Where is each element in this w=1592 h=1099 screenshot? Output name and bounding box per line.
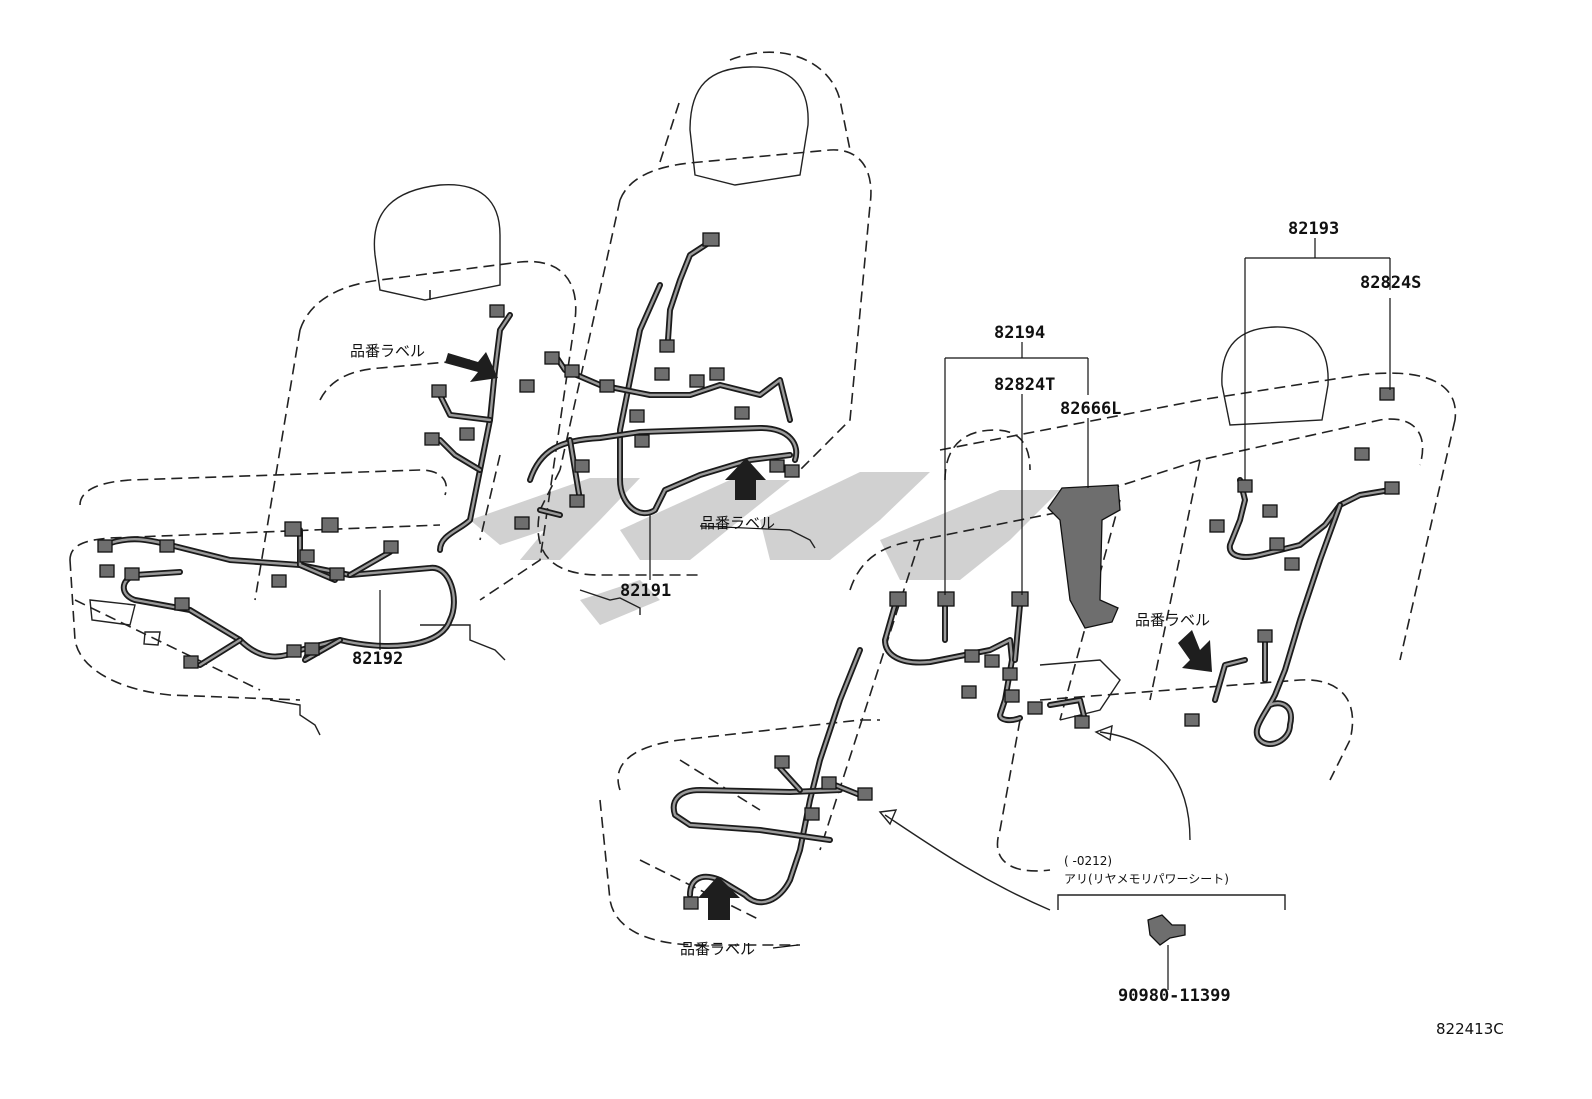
label-arrow-icon — [445, 352, 498, 382]
part-label-tag-front-right: 品番ラベル — [700, 514, 775, 532]
condition-text: アリ(リヤメモリパワーシート) — [1064, 872, 1229, 886]
label-arrow-icon — [1178, 630, 1212, 672]
part-number-82824S: 82824S — [1360, 273, 1421, 293]
label-arrow-icon — [725, 458, 766, 500]
watermark-logo — [470, 472, 1060, 625]
part-label-tag-front-left: 品番ラベル — [350, 342, 425, 360]
part-label-tag-rear-back: 品番ラベル — [1135, 611, 1210, 629]
part-label-tag-rear-cushion: 品番ラベル — [680, 940, 755, 958]
label-arrow-icon — [698, 876, 740, 920]
leader-lines — [379, 238, 1391, 949]
diagram-id: 822413C — [1436, 1020, 1504, 1038]
front-seat-right — [479, 51, 872, 615]
part-number-90980-11399: 90980-11399 — [1118, 986, 1231, 1006]
connector-part-90980 — [1057, 894, 1286, 990]
bracket-82666L — [1047, 484, 1121, 629]
part-number-82194: 82194 — [994, 323, 1045, 343]
part-number-82192: 82192 — [352, 649, 403, 669]
condition-date: ( -0212) — [1064, 854, 1112, 868]
part-number-82193: 82193 — [1288, 219, 1339, 239]
part-number-82666L: 82666L — [1060, 399, 1121, 419]
part-number-82824T: 82824T — [994, 375, 1055, 395]
front-seat-left — [69, 183, 577, 736]
part-number-82191: 82191 — [620, 581, 671, 601]
labels: 82191 82192 82193 82824S 82194 82824T 82… — [350, 219, 1504, 1038]
rear-seat — [599, 326, 1457, 946]
